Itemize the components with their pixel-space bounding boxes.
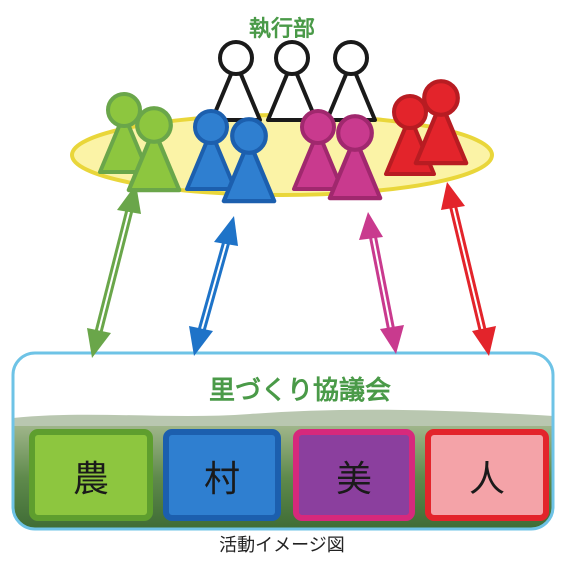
green-figure-2 bbox=[126, 106, 182, 193]
arrow-green bbox=[87, 184, 141, 358]
executive-figure-1 bbox=[210, 40, 262, 122]
box-hito-label: 人 bbox=[469, 459, 505, 500]
box-bi: 美 bbox=[293, 429, 415, 521]
arrow-red bbox=[441, 182, 496, 356]
box-nou-label: 農 bbox=[73, 459, 109, 500]
council-title: 里づくり協議会 bbox=[209, 375, 391, 406]
magenta-figure-2 bbox=[327, 114, 383, 201]
magenta-figure-1 bbox=[292, 109, 344, 191]
people-figures bbox=[98, 40, 469, 204]
box-nou: 農 bbox=[29, 429, 153, 521]
blue-figure-2 bbox=[221, 117, 277, 204]
executive-figure-3 bbox=[325, 40, 377, 122]
executive-figure-2 bbox=[266, 40, 318, 122]
caption: 活動イメージ図 bbox=[219, 535, 345, 556]
arrow-blue bbox=[189, 216, 238, 356]
box-bi-label: 美 bbox=[336, 459, 372, 500]
box-mura-label: 村 bbox=[204, 459, 240, 500]
box-hito: 人 bbox=[425, 429, 549, 521]
box-mura: 村 bbox=[163, 429, 281, 521]
executive-title: 執行部 bbox=[249, 16, 315, 42]
arrow-magenta bbox=[359, 212, 404, 354]
red-figure-2 bbox=[413, 79, 469, 166]
